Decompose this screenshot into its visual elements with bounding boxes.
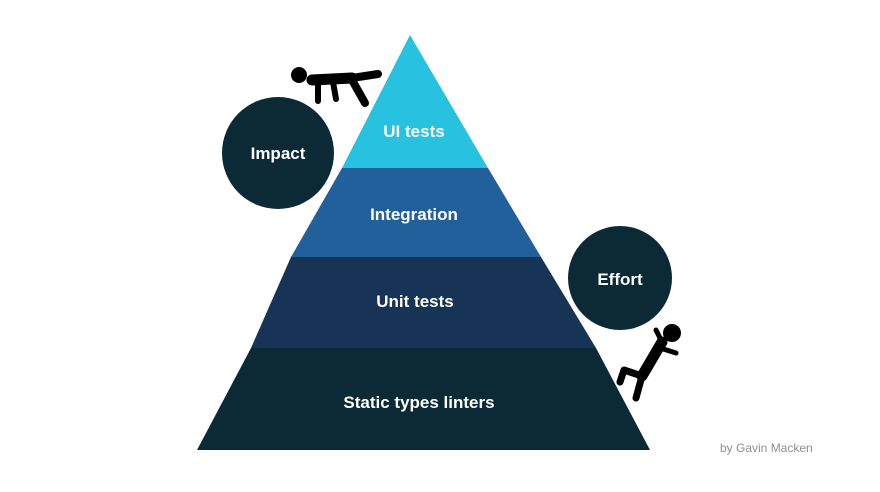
tier-label-integration: Integration bbox=[370, 205, 458, 224]
tier-ui-tests bbox=[342, 35, 488, 168]
person-falling-icon bbox=[616, 324, 681, 402]
impact-ball bbox=[222, 97, 334, 209]
tier-unit-tests bbox=[251, 257, 596, 348]
impact-ball-label: Impact bbox=[251, 144, 306, 163]
tier-integration bbox=[291, 168, 541, 257]
tier-label-unit-tests: Unit tests bbox=[376, 292, 453, 311]
tier-label-static-types-linters: Static types linters bbox=[343, 393, 494, 412]
effort-ball-label: Effort bbox=[597, 270, 643, 289]
person-pushing-icon bbox=[291, 67, 382, 107]
credit-text: by Gavin Macken bbox=[720, 441, 813, 455]
effort-ball bbox=[568, 226, 672, 330]
tier-static-types-linters bbox=[197, 348, 650, 450]
tier-label-ui-tests: UI tests bbox=[383, 122, 444, 141]
